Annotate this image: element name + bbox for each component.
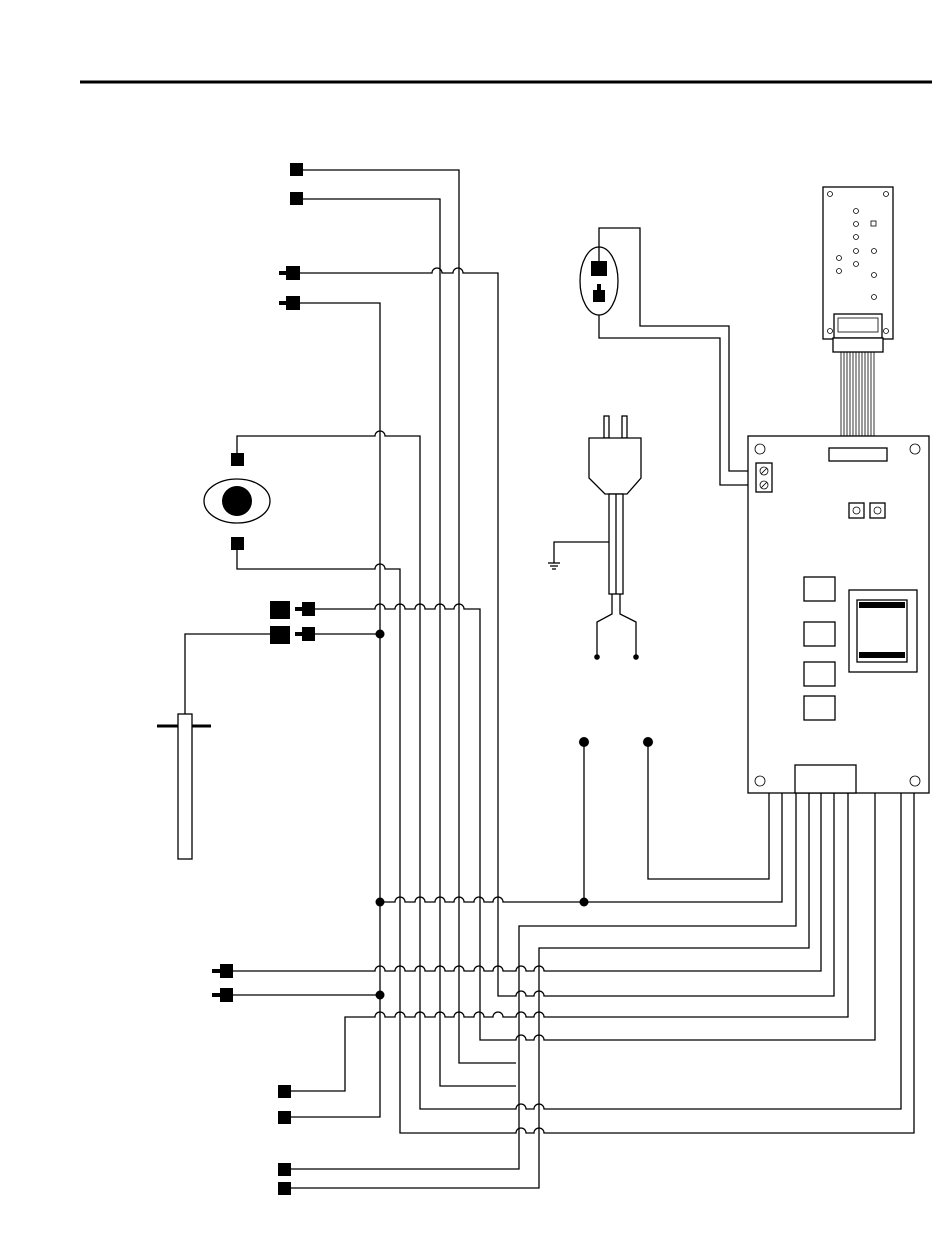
ignitor	[204, 453, 270, 550]
ground-symbol	[548, 542, 609, 569]
ribbon-cable	[841, 352, 874, 448]
power-cord-plug	[589, 416, 641, 660]
remote-receiver-board	[823, 187, 893, 352]
lower-terminals	[212, 964, 291, 1195]
control-board	[748, 436, 929, 793]
flame-sensor-probe	[157, 634, 270, 859]
upper-terminals	[279, 163, 303, 310]
mid-terminals	[270, 601, 315, 644]
